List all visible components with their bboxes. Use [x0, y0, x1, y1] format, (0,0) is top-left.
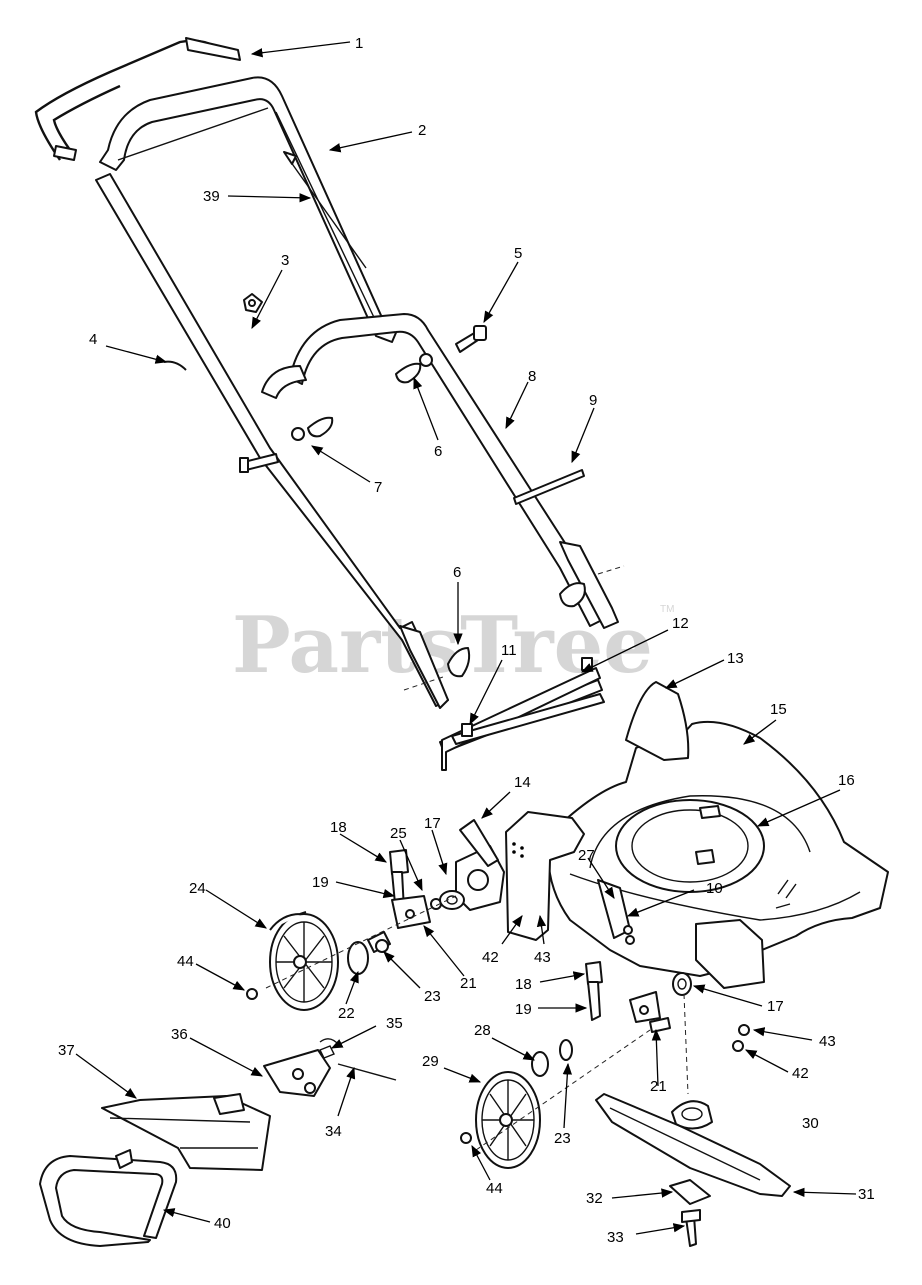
- callout-label: 35: [386, 1015, 403, 1032]
- upper-handle: [99, 76, 399, 343]
- callout-label: 42: [482, 949, 499, 966]
- callout-label: 28: [474, 1022, 491, 1039]
- callout-label: 37: [58, 1042, 75, 1059]
- callout-label: 7: [374, 479, 382, 496]
- hinge-rod-and-rear-shield: [439, 657, 605, 771]
- callout-label: 18: [330, 819, 347, 836]
- callout-label: 34: [325, 1123, 342, 1140]
- callout-label: 17: [767, 998, 784, 1015]
- callout-label: 25: [390, 825, 407, 842]
- callout-label: 29: [422, 1053, 439, 1070]
- callout-label: 22: [338, 1005, 355, 1022]
- grass-bag-frame: [39, 1149, 178, 1247]
- callout-numbers: 1 2 39 3 5 4 8 9 6 7 6 12 11 13 15 14 16…: [58, 35, 875, 1246]
- callout-label: 11: [501, 642, 517, 659]
- callout-label: 19: [312, 874, 329, 891]
- callout-label: 3: [281, 252, 289, 269]
- callout-label: 6: [434, 443, 442, 460]
- brake-cable: [283, 151, 367, 269]
- side-discharge-chute: [101, 1093, 271, 1171]
- leader-lines: [75, 41, 857, 1235]
- callout-label: 19: [515, 1001, 532, 1018]
- callout-label: 17: [424, 815, 441, 832]
- callout-label: 4: [89, 331, 97, 348]
- left-nut: [246, 988, 258, 1000]
- callout-label: 40: [214, 1215, 231, 1232]
- callout-label: 13: [727, 650, 744, 667]
- callout-label: 8: [528, 368, 536, 385]
- callout-label: 1: [355, 35, 363, 52]
- callout-label: 30: [802, 1115, 819, 1132]
- callout-label: 44: [177, 953, 194, 970]
- callout-label: 10: [706, 880, 723, 897]
- left-wheel-adjuster: [347, 819, 505, 975]
- callout-label: 2: [418, 122, 426, 139]
- right-wheel-adjuster: [531, 961, 750, 1077]
- mulch-door-spring: [263, 1038, 397, 1097]
- callout-label: 15: [770, 701, 787, 718]
- mower-deck: [505, 681, 889, 989]
- callout-label: 42: [792, 1065, 809, 1082]
- handle-bolts-and-knobs: [163, 293, 586, 678]
- callout-label: 39: [203, 188, 220, 205]
- right-nut: [460, 1132, 472, 1144]
- callout-label: 44: [486, 1180, 503, 1197]
- callout-label: 43: [534, 949, 551, 966]
- callout-label: 12: [672, 615, 689, 632]
- callout-label: 43: [819, 1033, 836, 1050]
- callout-label: 31: [858, 1186, 875, 1203]
- callout-label: 9: [589, 392, 597, 409]
- callout-label: 18: [515, 976, 532, 993]
- bail-control-wire: [34, 37, 241, 161]
- callout-label: 21: [460, 975, 477, 992]
- blade-and-adapter: [595, 1093, 791, 1247]
- rear-wheel: [475, 1071, 541, 1169]
- callout-label: 16: [838, 772, 855, 789]
- callout-label: 27: [578, 847, 595, 864]
- callout-label: 21: [650, 1078, 667, 1095]
- callout-label: 33: [607, 1229, 624, 1246]
- callout-label: 23: [424, 988, 441, 1005]
- callout-label: 23: [554, 1130, 571, 1147]
- callout-label: 6: [453, 564, 461, 581]
- front-wheel: [269, 911, 339, 1011]
- callout-label: 24: [189, 880, 206, 897]
- watermark-trademark: TM: [660, 604, 674, 615]
- callout-label: 5: [514, 245, 522, 262]
- callout-label: 36: [171, 1026, 188, 1043]
- callout-label: 32: [586, 1190, 603, 1207]
- callout-label: 14: [514, 774, 531, 791]
